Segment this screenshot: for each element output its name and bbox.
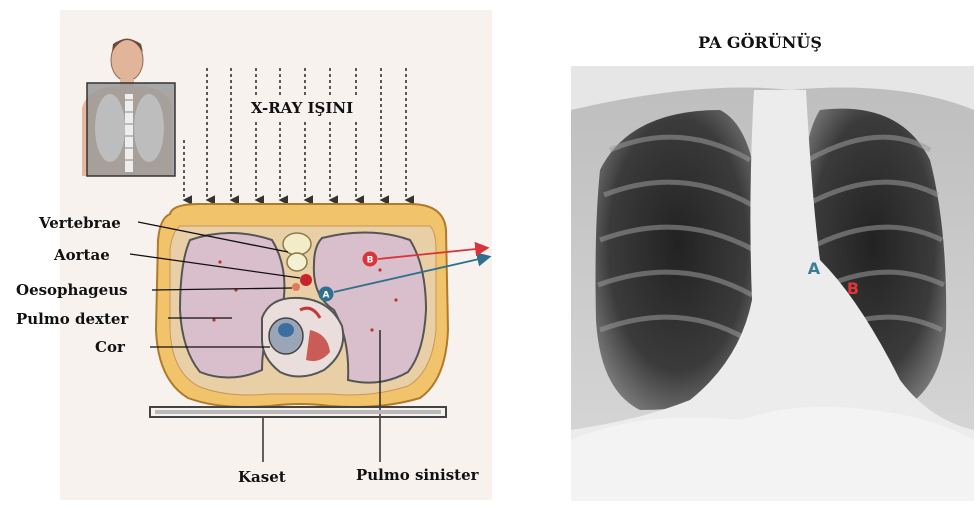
marker-b-label: B [367,256,374,266]
xray-marker-b: B [847,279,859,298]
label-cor: Cor [95,338,126,356]
label-pulmo-sinister: Pulmo sinister [356,466,480,484]
beam-label: X-RAY IŞINI [251,99,353,117]
label-vertebrae: Vertebrae [38,214,121,232]
label-pulmo-dexter: Pulmo dexter [16,310,129,328]
label-oesophageus: Oesophageus [16,281,128,299]
xray-title: PA GÖRÜNÜŞ [698,32,822,52]
oesophagus [292,283,300,291]
label-aortae: Aortae [53,246,110,264]
label-kaset: Kaset [238,468,286,486]
right-xray-figure: PA GÖRÜNÜŞ A B [571,32,974,501]
xray-marker-a: A [808,259,821,278]
marker-a-label: A [323,291,330,301]
left-diagram: X-RAY IŞINI [16,10,492,500]
aorta [300,274,312,286]
